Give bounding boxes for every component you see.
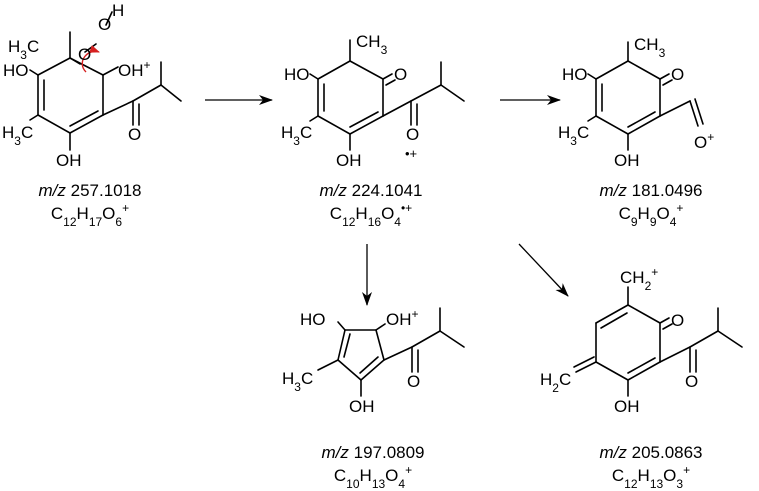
atom-oh: OH [349, 397, 375, 416]
atom-o: O [78, 45, 91, 64]
atom-oh: OH [614, 397, 640, 416]
atom-ch2plus: CH2+ [620, 265, 658, 293]
atom-h: H [112, 1, 124, 20]
atom-ch3: CH3 [634, 35, 666, 60]
caption-224: m/z 224.1041 C12H16O4•+ [319, 181, 422, 229]
structure-197: HO OH+ H3C OH O [282, 307, 465, 416]
structure-181: CH3 O HO H3C OH O+ [558, 35, 714, 170]
atom-o: O [394, 65, 407, 84]
formula-205: C12H13O3+ [612, 463, 690, 491]
atom-ohplus: OH+ [118, 58, 151, 80]
atom-o: O [406, 125, 419, 144]
atom-ho: HO [562, 65, 588, 84]
mz-label-181: m/z 181.0496 [599, 181, 702, 200]
atom-ho: HO [300, 310, 326, 329]
caption-205: m/z 205.0863 C12H13O3+ [599, 443, 702, 491]
atom-h2c: H2C [540, 370, 571, 395]
caption-197: m/z 197.0809 C10H13O4+ [321, 443, 424, 491]
atom-o: O [671, 311, 684, 330]
atom-oh: OH [336, 151, 362, 170]
formula-181: C9H9O4+ [619, 201, 684, 229]
atom-o: O [407, 372, 420, 391]
radical-cation-mark: •+ [405, 146, 417, 161]
atom-h3c: H3C [281, 123, 312, 148]
atom-ohplus: OH+ [386, 307, 419, 329]
atom-o: O [685, 372, 698, 391]
mz-label-257: m/z 257.1018 [38, 181, 141, 200]
atom-o: O [98, 15, 111, 34]
structure-224: CH3 O HO H3C OH O •+ [281, 32, 465, 170]
mz-label-197: m/z 197.0809 [321, 443, 424, 462]
structure-205: CH2+ O H2C OH O [540, 265, 743, 416]
caption-181: m/z 181.0496 C9H9O4+ [599, 181, 702, 229]
mz-label-205: m/z 205.0863 [599, 443, 702, 462]
formula-197: C10H13O4+ [334, 463, 412, 491]
mz-label-224: m/z 224.1041 [319, 181, 422, 200]
atom-oplus: O+ [694, 130, 714, 152]
atom-h3c: H3C [2, 123, 33, 148]
atom-oh: OH [56, 151, 82, 170]
formula-224: C12H16O4•+ [330, 201, 412, 229]
atom-h3c: H3C [8, 37, 39, 62]
atom-ho: HO [284, 65, 310, 84]
atom-o: O [128, 125, 141, 144]
atom-ch3: CH3 [356, 32, 388, 57]
atom-oh: OH [614, 151, 640, 170]
structure-257: H3C O O H OH+ HO H3C OH O [2, 1, 182, 170]
atom-h3c: H3C [558, 123, 589, 148]
atom-ho: HO [3, 61, 29, 80]
atom-o: O [671, 65, 684, 84]
caption-257: m/z 257.1018 C12H17O6+ [38, 181, 141, 229]
formula-257: C12H17O6+ [51, 201, 129, 229]
atom-h3c: H3C [282, 369, 313, 394]
reaction-arrow-224-to-205 [518, 243, 569, 297]
